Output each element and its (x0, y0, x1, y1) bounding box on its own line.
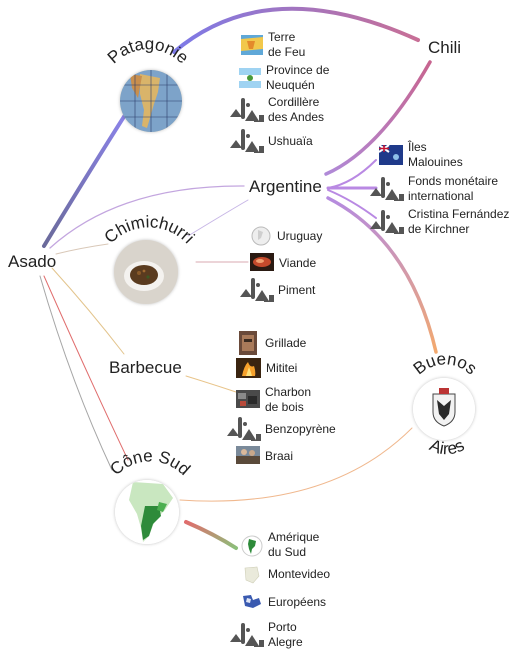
edge-asado-argentine (49, 185, 245, 249)
leaf-label: Cristina Fernández de Kirchner (408, 207, 510, 236)
leaf-label: Province de Neuquén (266, 63, 330, 92)
flag-icon (378, 144, 403, 165)
image-placeholder-icon (230, 129, 263, 151)
edge-barbecue-leaves (185, 375, 237, 393)
leaf-europeens[interactable]: Européens (241, 592, 326, 612)
leaf-benzopyrene[interactable]: Benzopyrène (227, 417, 336, 439)
leaf-label: Braai (265, 448, 294, 463)
edge-asado-chimichurri (55, 243, 109, 255)
map-icon (241, 592, 263, 612)
leaf-braai[interactable]: Braai (236, 446, 293, 466)
edge-argentine-kirchner (327, 189, 377, 219)
image-placeholder-icon (230, 98, 263, 120)
braai-photo-icon (236, 446, 260, 466)
leaf-amerique-sud[interactable]: Amérique du Sud (241, 530, 319, 560)
image-placeholder-icon (370, 210, 403, 232)
edge-asado-barbecue (51, 267, 125, 355)
leaf-uruguay[interactable]: Uruguay (250, 226, 322, 246)
node-chili[interactable]: Chili (428, 38, 462, 57)
leaf-grillade[interactable]: Grillade (239, 331, 306, 355)
image-placeholder-icon (370, 177, 403, 199)
leaf-ushuaia[interactable]: Ushuaïa (230, 129, 313, 151)
edge-chimichurri-argentine (187, 199, 249, 237)
image-placeholder-icon (227, 417, 260, 439)
edge-asado-cone-2 (39, 275, 113, 471)
leaf-label: Viande (279, 255, 317, 270)
leaf-label: Cordillère des Andes (268, 95, 325, 124)
map-icon (241, 564, 263, 586)
leaf-label: Amérique du Sud (268, 530, 320, 559)
edge-patagonie-chili (172, 6, 420, 54)
leaf-kirchner[interactable]: Cristina Fernández de Kirchner (370, 207, 510, 237)
fire-photo-icon (236, 358, 261, 378)
coat-of-arms-icon (413, 378, 475, 440)
leaf-charbon[interactable]: Charbon de bois (236, 385, 311, 415)
cone-sud-label[interactable]: Cône Sud (106, 446, 193, 479)
meat-photo-icon (250, 253, 274, 273)
buenos-aires-coat-of-arms[interactable] (413, 378, 475, 440)
leaf-label: Fonds monétaire international (408, 174, 499, 203)
chimichurri-image[interactable] (114, 240, 178, 304)
leaf-porto-alegre[interactable]: Porto Alegre (230, 620, 303, 650)
leaf-fmi[interactable]: Fonds monétaire international (370, 174, 499, 204)
leaf-label: Porto Alegre (268, 620, 303, 649)
edge-asado-patagonie (42, 102, 134, 248)
buenos-label-top[interactable]: Buenos (410, 349, 481, 378)
globe-icon (250, 226, 272, 246)
edge-argentine-chili (324, 60, 432, 176)
buenos-label-bottom[interactable]: Aires (427, 435, 468, 458)
flag-icon (239, 68, 261, 88)
leaf-label: Grillade (265, 335, 307, 350)
grill-photo-icon (239, 331, 257, 355)
sauce-bowl-icon (114, 240, 178, 304)
charcoal-photo-icon (236, 390, 260, 410)
leaf-piment[interactable]: Piment (240, 278, 316, 300)
leaf-label: Terre de Feu (268, 30, 306, 59)
globe-icon (241, 535, 263, 557)
leaf-label: Ushuaïa (268, 133, 313, 148)
edge-cone-buenos (179, 427, 413, 502)
edge-argentine-buenos (326, 196, 438, 354)
edges (39, 6, 438, 550)
leaf-label: Mititei (266, 360, 298, 375)
cone-sud-map-image[interactable] (115, 480, 179, 544)
flag-icon (241, 35, 263, 55)
leaf-viande[interactable]: Viande (250, 253, 316, 273)
node-argentine[interactable]: Argentine (249, 177, 322, 196)
image-placeholder-icon (240, 278, 273, 300)
leaf-label: Piment (278, 282, 316, 297)
image-placeholder-icon (230, 623, 263, 645)
leaf-label: Uruguay (277, 228, 323, 243)
node-barbecue[interactable]: Barbecue (109, 358, 182, 377)
map-icon (120, 70, 182, 132)
leaf-label: Montevideo (268, 566, 331, 581)
patagonie-map-image[interactable] (120, 70, 182, 132)
leaf-label: Européens (268, 594, 327, 609)
leaf-terre-de-feu[interactable]: Terre de Feu (241, 30, 305, 60)
edge-argentine-malouines (327, 159, 377, 189)
leaf-malouines[interactable]: Îles Malouines (378, 140, 463, 170)
edge-asado-cone (43, 275, 129, 461)
leaf-neuquen[interactable]: Province de Neuquén (239, 63, 329, 93)
leaf-cordillere[interactable]: Cordillère des Andes (230, 95, 325, 125)
map-icon (115, 480, 179, 544)
leaf-montevideo[interactable]: Montevideo (241, 564, 331, 586)
leaf-mititei[interactable]: Mititei (236, 358, 297, 378)
leaf-label: Charbon de bois (265, 385, 312, 414)
leaf-label: Benzopyrène (265, 421, 336, 436)
node-asado[interactable]: Asado (8, 252, 57, 271)
edge-cone-leaves (184, 520, 238, 550)
leaf-label: Îles Malouines (408, 140, 463, 169)
patagonie-label[interactable]: Patagonie (104, 34, 192, 67)
